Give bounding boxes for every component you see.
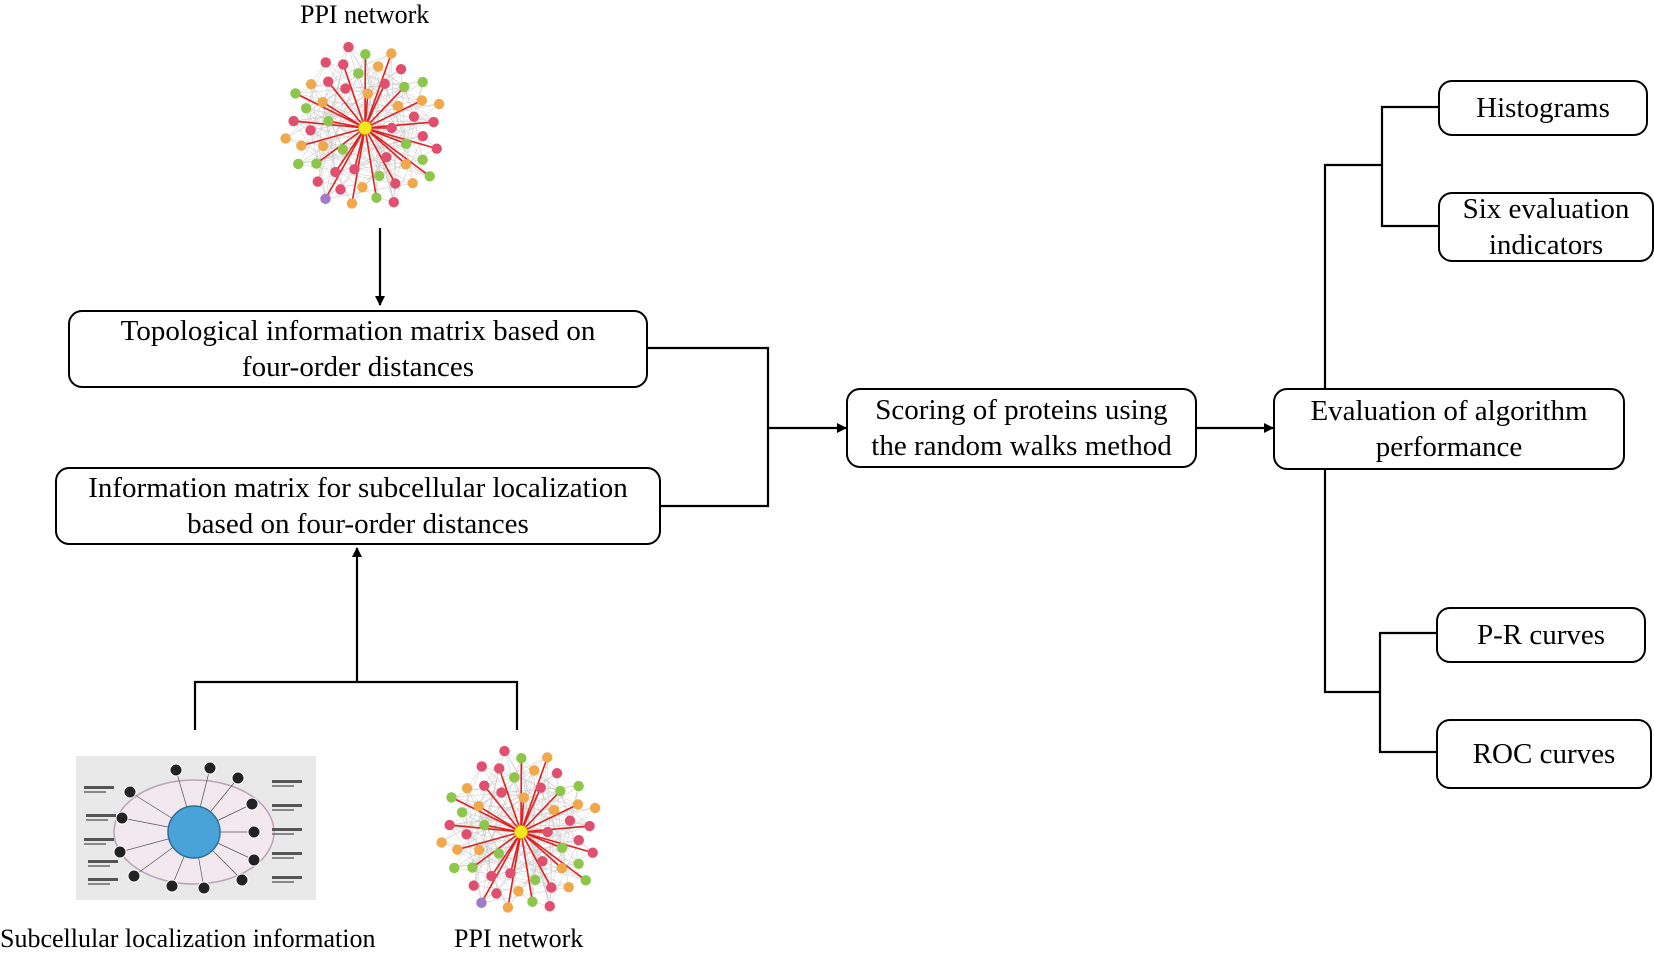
six-indicators-box: Six evaluation indicators	[1438, 192, 1654, 262]
top-network-caption: PPI network	[300, 0, 430, 29]
nucleus-shape	[167, 805, 221, 859]
network-nodes	[436, 745, 601, 913]
roc-curves-line1: ROC curves	[1472, 738, 1616, 770]
subcellular-matrix-box: Information matrix for subcellular local…	[55, 467, 661, 545]
scoring-line1: Scoring of proteins using	[875, 394, 1168, 426]
six-indicators-line2: indicators	[1488, 229, 1604, 261]
network-nodes	[280, 41, 445, 209]
top-ppi-network-image	[280, 41, 445, 209]
topological-matrix-box: Topological information matrix based on f…	[68, 310, 648, 388]
evaluation-line2: performance	[1375, 431, 1523, 463]
histograms-line1: Histograms	[1476, 92, 1610, 124]
topological-line2: four-order distances	[241, 351, 475, 383]
connector-eval-down	[1323, 470, 1380, 694]
six-indicators-line1: Six evaluation	[1462, 193, 1630, 225]
subcellular-matrix-line1: Information matrix for subcellular local…	[88, 472, 628, 504]
pr-curves-box: P-R curves	[1436, 607, 1646, 663]
connector-bottom-merge	[193, 680, 519, 730]
histograms-box: Histograms	[1438, 80, 1648, 136]
evaluation-box: Evaluation of algorithm performance	[1273, 388, 1625, 470]
connector-left-merge	[648, 346, 770, 508]
hub-node	[358, 121, 372, 135]
connector-top-pair	[1380, 105, 1438, 228]
connector-bottom-pair	[1378, 631, 1436, 754]
subcellular-localization-image	[76, 756, 316, 900]
hub-node	[514, 825, 528, 839]
evaluation-line1: Evaluation of algorithm	[1310, 395, 1588, 427]
roc-curves-box: ROC curves	[1436, 719, 1652, 789]
topological-line1: Topological information matrix based on	[120, 315, 596, 347]
hub-spokes	[293, 53, 437, 204]
bottom-network-caption: PPI network	[454, 924, 584, 953]
scoring-line2: the random walks method	[871, 430, 1172, 462]
subcellular-caption: Subcellular localization information	[0, 924, 376, 953]
bottom-ppi-network-image	[436, 745, 601, 913]
subcellular-matrix-line2: based on four-order distances	[187, 508, 529, 540]
scoring-box: Scoring of proteins using the random walk…	[846, 388, 1197, 468]
pr-curves-line1: P-R curves	[1476, 619, 1606, 651]
connector-eval-up	[1323, 163, 1382, 388]
